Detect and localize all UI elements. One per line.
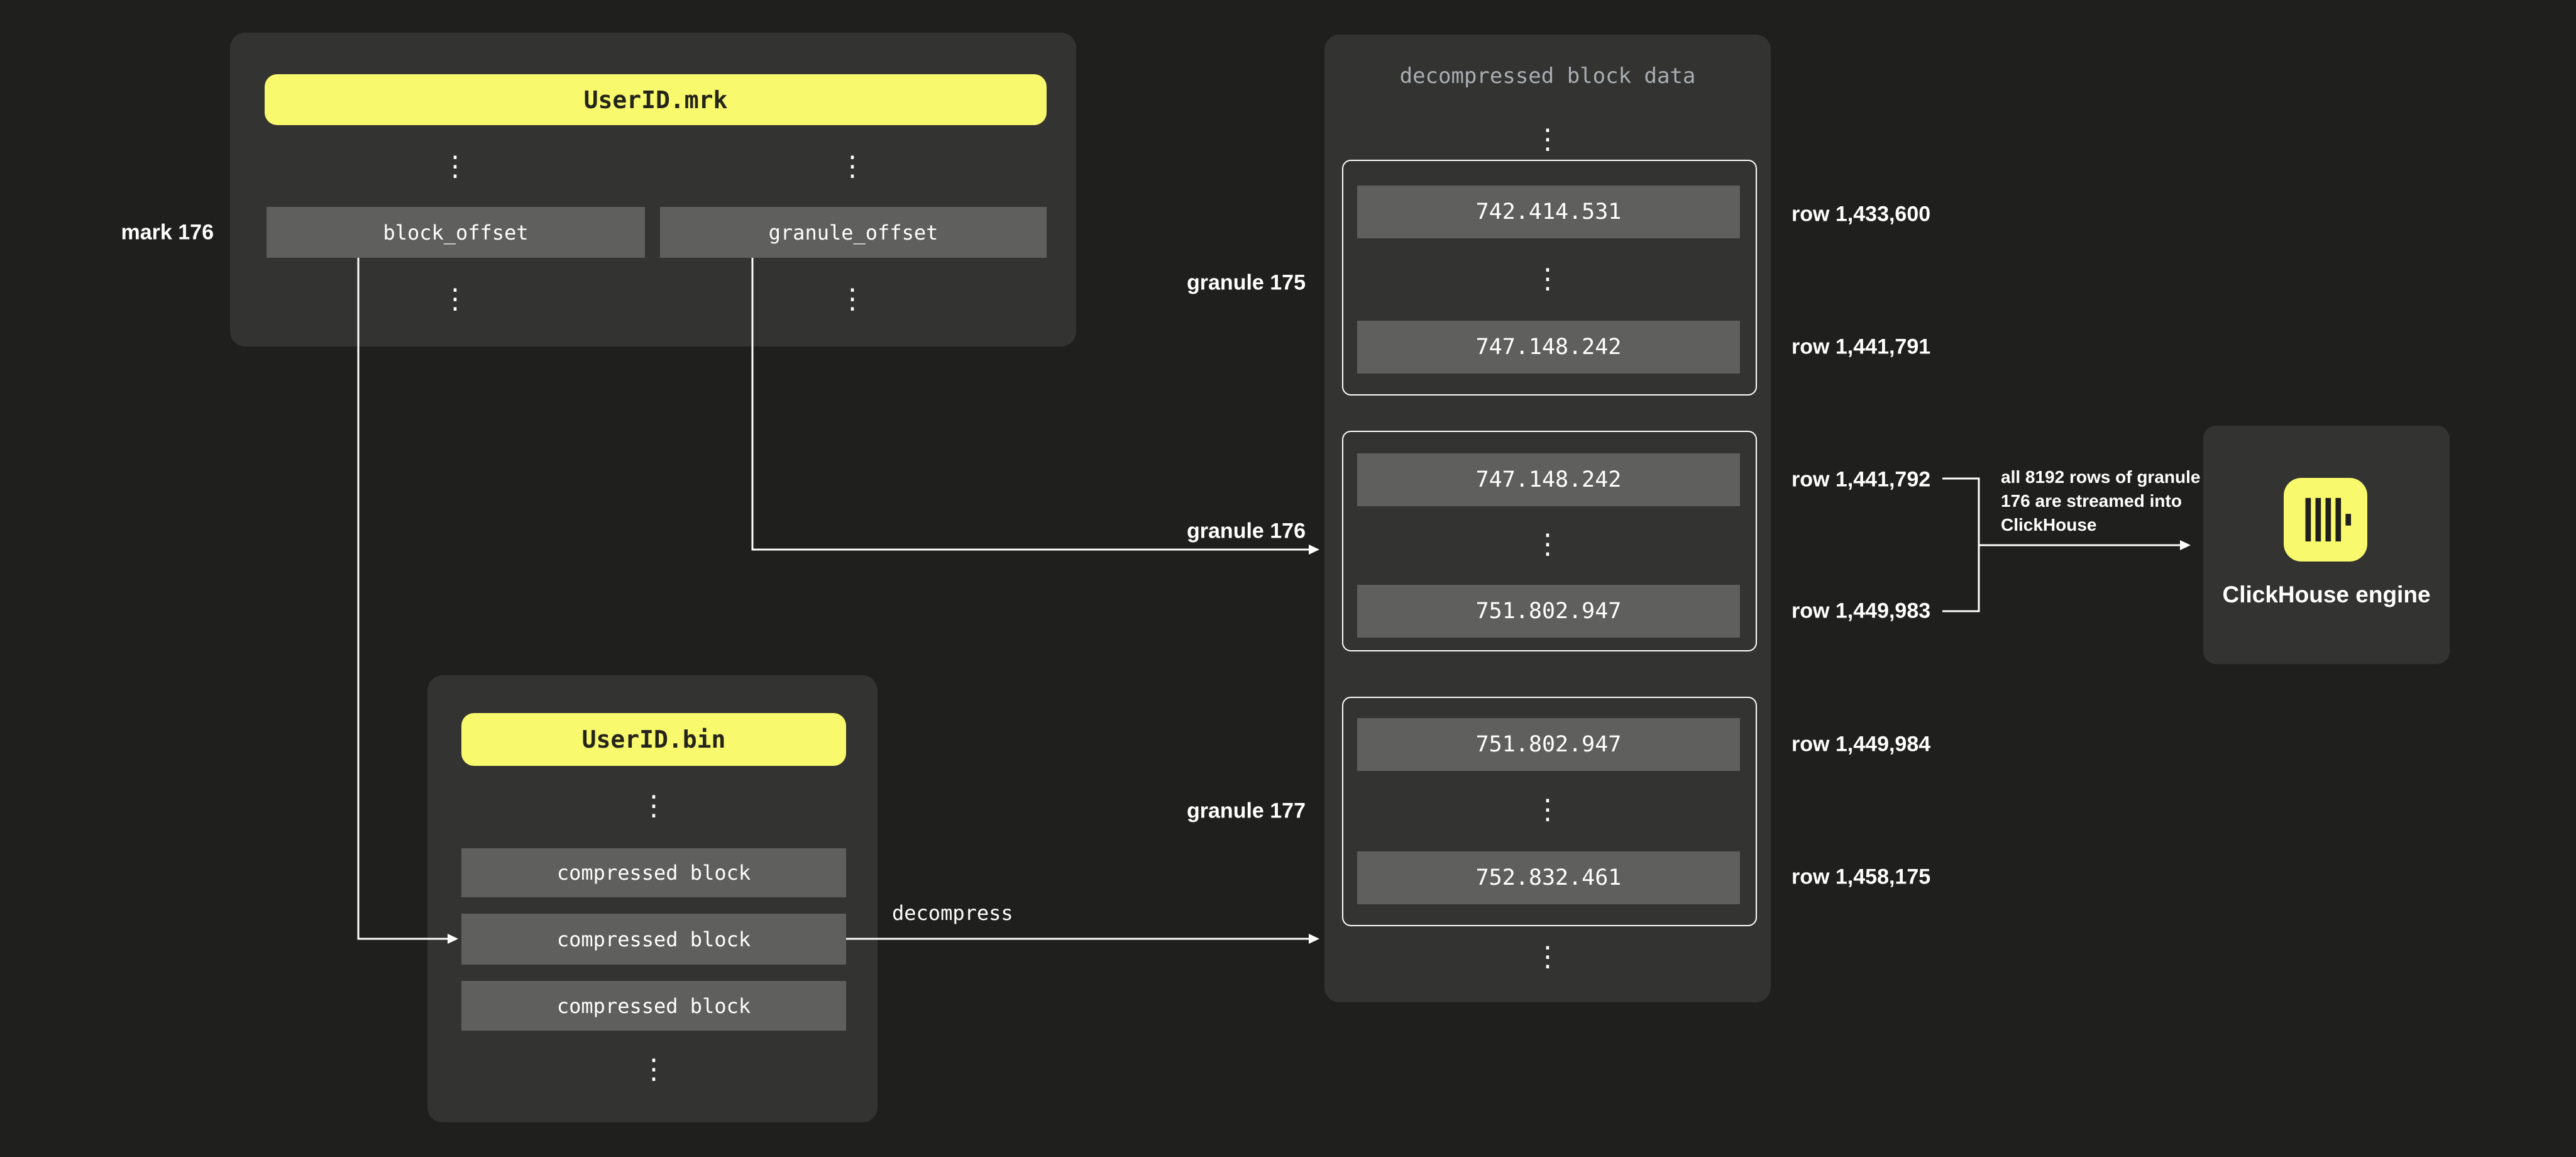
- clickhouse-logo-icon: [2284, 478, 2367, 562]
- granule-176-box: [1342, 431, 1757, 651]
- ellipsis: ⋮: [441, 150, 469, 182]
- ellipsis: ⋮: [839, 283, 866, 315]
- value-text: 752.832.461: [1475, 865, 1622, 890]
- row-label-1441791: row 1,441,791: [1792, 335, 1931, 359]
- compressed-block-label: compressed block: [556, 994, 751, 1018]
- annotation-line: all 8192 rows of granule: [2001, 467, 2201, 487]
- annotation-line: ClickHouse: [2001, 515, 2097, 534]
- value-text: 751.802.947: [1475, 732, 1622, 757]
- bin-file-header: UserID.bin: [461, 713, 846, 766]
- granule-175-top-value: 742.414.531: [1357, 185, 1740, 238]
- granule-176-bottom-value: 751.802.947: [1357, 585, 1740, 638]
- block-offset-field: block_offset: [267, 207, 645, 258]
- ellipsis: ⋮: [1534, 941, 1561, 973]
- value-text: 747.148.242: [1475, 467, 1622, 492]
- mrk-file-header: UserID.mrk: [265, 74, 1047, 125]
- granule-177-top-value: 751.802.947: [1357, 718, 1740, 771]
- ellipsis: ⋮: [1534, 123, 1561, 155]
- ellipsis: ⋮: [1534, 263, 1561, 295]
- ellipsis: ⋮: [441, 283, 469, 315]
- row-range-bracket: [1942, 477, 1980, 612]
- clickhouse-logo-bars: [2305, 497, 2352, 542]
- block-offset-label: block_offset: [383, 220, 529, 245]
- mrk-file-title: UserID.mrk: [583, 86, 728, 114]
- granule-175-box: [1342, 160, 1757, 396]
- granule-176-label: granule 176: [1187, 519, 1306, 543]
- row-label-1433600: row 1,433,600: [1792, 202, 1931, 226]
- granule-offset-label: granule_offset: [768, 220, 938, 245]
- mark-176-label: mark 176: [121, 220, 214, 245]
- granule-177-box: [1342, 697, 1757, 926]
- row-label-1449984: row 1,449,984: [1792, 732, 1931, 756]
- bin-file-title: UserID.bin: [581, 726, 726, 753]
- row-label-1441792: row 1,441,792: [1792, 467, 1931, 492]
- clickhouse-engine-label: ClickHouse engine: [2222, 582, 2431, 607]
- decompress-label: decompress: [892, 901, 1013, 925]
- ellipsis: ⋮: [1534, 794, 1561, 826]
- compressed-block-2: compressed block: [461, 914, 846, 965]
- bin-file-panel: UserID.bin: [427, 675, 878, 1122]
- granule-offset-field: granule_offset: [660, 207, 1047, 258]
- compressed-block-label: compressed block: [556, 861, 751, 885]
- value-text: 742.414.531: [1475, 199, 1622, 224]
- ellipsis: ⋮: [1534, 528, 1561, 560]
- value-text: 751.802.947: [1475, 599, 1622, 624]
- granule-175-bottom-value: 747.148.242: [1357, 321, 1740, 374]
- ellipsis: ⋮: [839, 150, 866, 182]
- decompressed-panel-title: decompressed block data: [1399, 64, 1696, 89]
- granule-177-label: granule 177: [1187, 799, 1306, 823]
- row-label-1458175: row 1,458,175: [1792, 865, 1931, 889]
- granule-176-top-value: 747.148.242: [1357, 453, 1740, 506]
- annotation-line: 176 are streamed into: [2001, 491, 2182, 511]
- compressed-block-1: compressed block: [461, 848, 846, 897]
- mrk-file-panel: UserID.mrk: [230, 33, 1076, 346]
- ellipsis: ⋮: [640, 1053, 668, 1085]
- ellipsis: ⋮: [640, 790, 668, 822]
- value-text: 747.148.242: [1475, 335, 1622, 360]
- stream-annotation: all 8192 rows of granule 176 are streame…: [2001, 465, 2200, 537]
- compressed-block-3: compressed block: [461, 981, 846, 1031]
- compressed-block-label: compressed block: [556, 927, 751, 951]
- granule-175-label: granule 175: [1187, 270, 1306, 295]
- granule-177-bottom-value: 752.832.461: [1357, 851, 1740, 904]
- row-label-1449983: row 1,449,983: [1792, 599, 1931, 623]
